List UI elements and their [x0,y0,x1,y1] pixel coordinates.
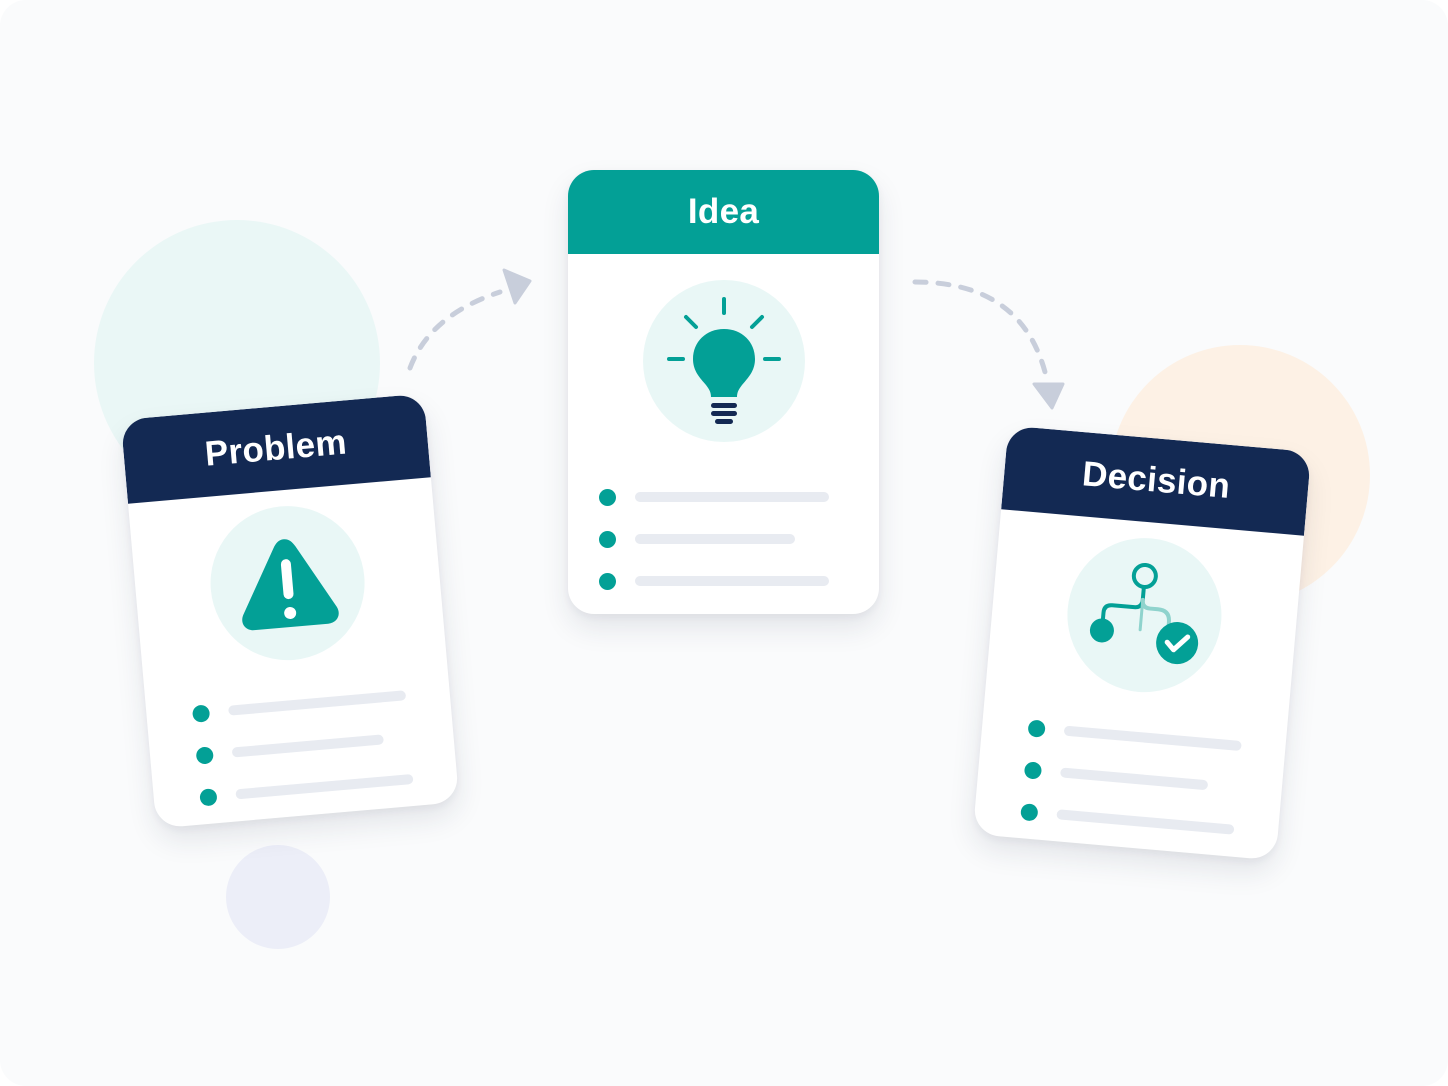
arrowhead-problem-to-idea [502,268,532,305]
bullet-dot [1023,760,1043,780]
arrow-idea-to-decision [912,279,1050,383]
decision-list [973,702,1287,854]
list-item [599,476,831,518]
list-item [599,518,831,560]
placeholder-line [1056,809,1235,835]
placeholder-line [228,690,407,716]
placeholder-line [635,576,829,586]
decision-card: Decision [972,425,1312,861]
bullet-dot [191,703,211,723]
idea-card: Idea [568,170,879,614]
idea-list [568,476,879,602]
bullet-dot [199,787,218,807]
idea-card-title: Idea [687,192,760,231]
idea-card-header: Idea [568,170,879,254]
placeholder-line [231,734,384,758]
bullet-dot [599,488,616,506]
placeholder-line [1063,725,1242,752]
placeholder-line [635,534,795,544]
bullet-dot [599,572,616,590]
idea-icon-circle [642,280,805,442]
bullet-dot [1027,718,1046,738]
lightbulb-icon [666,297,781,424]
decision-icon-circle [1061,531,1228,699]
arrowhead-idea-to-decision [1032,382,1065,410]
decision-card-title: Decision [1080,454,1232,507]
problem-icon-circle [204,499,371,667]
decision-flow-check-icon [1089,562,1199,665]
problem-card: Problem [120,393,460,829]
list-item [599,560,831,602]
decorative-lavender-circle [226,845,330,949]
problem-list [145,670,459,822]
placeholder-line [1059,767,1209,791]
arrow-problem-to-idea [407,289,503,371]
bullet-dot [599,530,616,548]
bullet-dot [195,745,214,765]
warning-triangle-icon [242,539,339,631]
placeholder-line [235,773,414,800]
placeholder-line [635,492,829,502]
problem-card-title: Problem [203,422,349,474]
bullet-dot [1020,802,1039,822]
